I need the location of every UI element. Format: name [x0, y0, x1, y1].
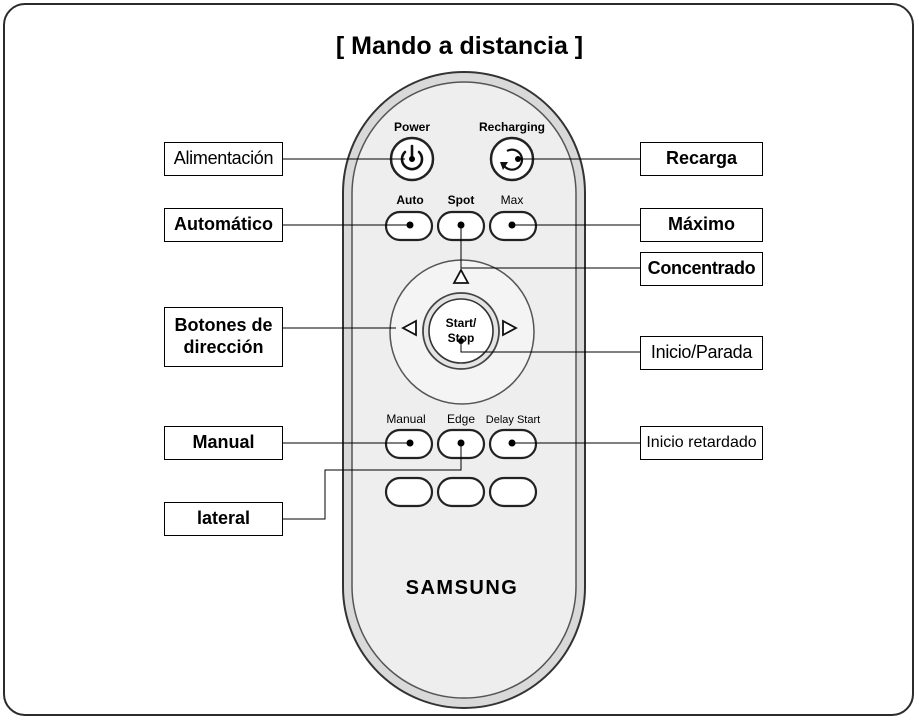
blank-button-3[interactable] — [488, 476, 538, 508]
max-label: Max — [501, 193, 524, 207]
diagram-title: [ Mando a distancia ] — [335, 32, 584, 60]
recharging-label: Recharging — [479, 120, 545, 134]
callout-lateral: lateral — [164, 502, 283, 536]
arrow-right-icon[interactable] — [502, 319, 518, 337]
callout-concentrado: Concentrado — [640, 252, 763, 286]
callout-automatico: Automático — [164, 208, 283, 242]
auto-label: Auto — [396, 193, 423, 207]
recharging-button[interactable] — [489, 136, 535, 182]
callout-recarga: Recarga — [640, 142, 763, 176]
brand-logo: SAMSUNG — [406, 577, 519, 599]
callout-inicio-retardado: Inicio retardado — [640, 426, 763, 460]
blank-button-1[interactable] — [384, 476, 434, 508]
spot-label: Spot — [448, 193, 475, 207]
edge-label: Edge — [447, 412, 475, 426]
recharge-icon — [500, 148, 524, 171]
arrow-left-icon[interactable] — [401, 319, 417, 337]
delay-start-label: Delay Start — [486, 414, 540, 426]
arrow-up-icon[interactable] — [452, 268, 470, 284]
callout-maximo: Máximo — [640, 208, 763, 242]
callout-botones-direccion: Botones de dirección — [164, 307, 283, 367]
leader-dots — [406, 156, 521, 447]
start-stop-label-line1: Start/ — [446, 316, 477, 330]
blank-button-2[interactable] — [436, 476, 486, 508]
callout-inicio-parada: Inicio/Parada — [640, 336, 763, 370]
callout-alimentacion: Alimentación — [164, 142, 283, 176]
power-label: Power — [394, 120, 430, 134]
callout-manual: Manual — [164, 426, 283, 460]
leader-lines — [283, 158, 640, 520]
start-stop-button[interactable] — [422, 292, 500, 370]
manual-label: Manual — [386, 412, 425, 426]
